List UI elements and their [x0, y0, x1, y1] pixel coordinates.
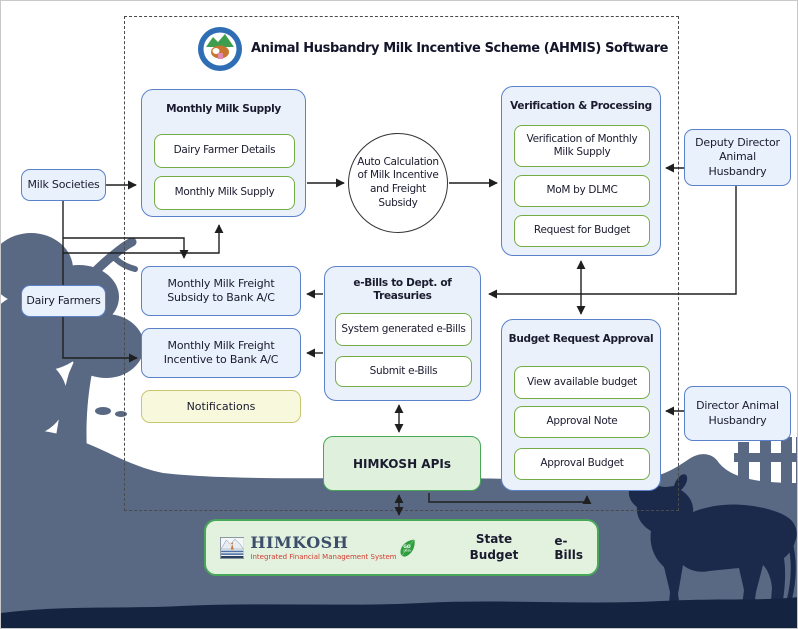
mom-by-dlmc-item: MoM by DLMC [514, 175, 650, 207]
director-node: Director Animal Husbandry [684, 386, 791, 441]
go-green-text2: GREEN [403, 549, 411, 552]
freight-incentive-node: Monthly Milk Freight Incentive to Bank A… [141, 328, 301, 378]
system-generated-ebills-item: System generated e-Bills [335, 313, 472, 346]
view-available-budget-item: View available budget [514, 366, 650, 399]
approval-budget-item: Approval Budget [514, 448, 650, 480]
group-title: Budget Request Approval [508, 333, 654, 345]
himkosh-tagline: Integrated Financial Management System [250, 552, 397, 561]
himkosh-name: HIMKOSH [250, 532, 349, 552]
tree-silhouette [1, 233, 144, 453]
approval-note-item: Approval Note [514, 406, 650, 438]
submit-ebills-item: Submit e-Bills [335, 356, 472, 387]
himkosh-apis-box: HIMKOSH APIs [323, 436, 481, 491]
verification-monthly-supply-item: Verification of Monthly Milk Supply [514, 125, 650, 167]
ahmis-logo-icon [198, 27, 242, 71]
group-title: e-Bills to Dept. of Treasuries [353, 277, 452, 303]
himkosh-bar: HIMKOSH Integrated Financial Management … [204, 519, 599, 576]
budget-request-approval-group: Budget Request Approval View available b… [501, 319, 661, 491]
header [197, 26, 243, 76]
freight-subsidy-node: Monthly Milk Freight Subsidy to Bank A/C [141, 266, 301, 316]
group-title: Monthly Milk Supply [166, 103, 281, 115]
group-title: Verification & Processing [510, 100, 652, 112]
ground-strip [1, 597, 797, 628]
go-green-icon: GO GREEN [400, 538, 415, 557]
right-fence [734, 437, 797, 487]
ebills-label: e-Bills [554, 533, 584, 562]
page-title: Animal Husbandry Milk Incentive Scheme (… [251, 41, 669, 56]
dairy-farmer-details-item: Dairy Farmer Details [154, 134, 295, 168]
himkosh-emblem-icon [220, 536, 245, 559]
dairy-farmers-node: Dairy Farmers [21, 285, 106, 317]
deputy-director-node: Deputy Director Animal Husbandry [684, 129, 791, 186]
monthly-milk-supply-group: Monthly Milk Supply Dairy Farmer Details… [141, 89, 306, 217]
left-fence [1, 443, 35, 475]
request-for-budget-item: Request for Budget [514, 215, 650, 247]
cow-silhouette [628, 469, 797, 614]
monthly-milk-supply-item: Monthly Milk Supply [154, 176, 295, 210]
auto-calculation-circle: Auto Calculation of Milk Incentive and F… [348, 133, 448, 233]
go-green-text: GO [403, 544, 411, 550]
ebills-treasuries-group: e-Bills to Dept. of Treasuries System ge… [324, 266, 481, 401]
himkosh-logo: HIMKOSH Integrated Financial Management … [250, 532, 397, 561]
milk-societies-node: Milk Societies [21, 169, 106, 201]
state-budget-label: State Budget [469, 531, 519, 562]
verification-processing-group: Verification & Processing Verification o… [501, 86, 661, 256]
notifications-node: Notifications [141, 390, 301, 423]
